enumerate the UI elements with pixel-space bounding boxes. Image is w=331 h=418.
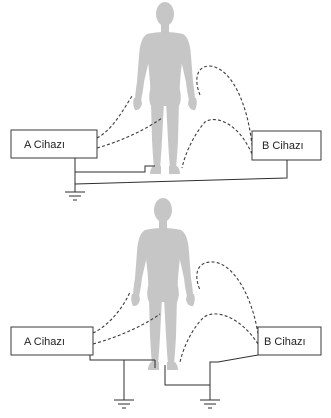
lead-b-to-leg xyxy=(179,313,259,363)
device-b-label: B Cihazı xyxy=(264,336,306,348)
human-body-silhouette-icon xyxy=(131,198,195,370)
device-a-box: A Cihazı xyxy=(10,326,94,356)
device-a-box: A Cihazı xyxy=(10,129,98,159)
panel-single-ground: A Cihazı B Cihazı xyxy=(10,2,322,201)
device-a-label: A Cihazı xyxy=(24,139,65,151)
lead-a-to-thigh xyxy=(96,117,163,149)
ground-wiring xyxy=(74,158,288,192)
device-a-label: A Cihazı xyxy=(24,336,65,348)
lead-a-to-left-hand xyxy=(96,95,133,139)
ground-symbol-icon xyxy=(200,399,220,409)
lead-b-to-leg xyxy=(181,118,253,169)
device-b-box: B Cihazı xyxy=(251,130,322,161)
leakage-leads xyxy=(96,65,253,169)
device-b-label: B Cihazı xyxy=(262,140,304,152)
ground-wiring xyxy=(89,354,259,400)
human-body-silhouette-icon xyxy=(133,2,197,174)
lead-b-to-right-hand xyxy=(196,261,259,335)
panel-separate-grounds: A Cihazı B Cihazı xyxy=(10,198,322,409)
device-b-box: B Cihazı xyxy=(257,326,322,356)
lead-a-to-left-hand xyxy=(92,291,131,334)
ground-symbol-icon xyxy=(114,399,134,409)
lead-b-to-right-hand xyxy=(196,65,253,147)
ground-symbol-icon xyxy=(65,191,85,201)
leakage-leads xyxy=(92,261,259,363)
lead-a-to-thigh xyxy=(92,313,161,345)
